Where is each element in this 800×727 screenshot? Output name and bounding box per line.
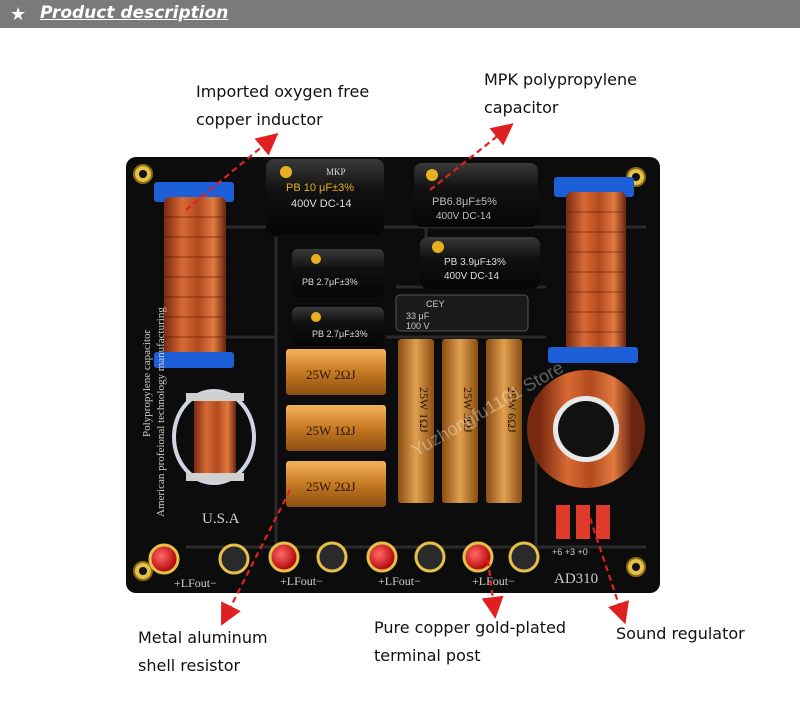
cap-grey-value: 33 μF: [406, 311, 430, 321]
cap-top-brand: MKP: [326, 167, 346, 177]
resistor-v-3: 25W 6ΩJ: [486, 339, 522, 503]
inductor-label-line1: Imported oxygen free: [196, 82, 370, 101]
terminal-label-line2: terminal post: [374, 646, 481, 665]
capacitor-mid: PB 3.9μF±3% 400V DC-14: [420, 237, 540, 289]
cap-top-value: PB 10 μF±3%: [286, 182, 354, 194]
cap-grey-voltage: 100 V: [406, 321, 430, 331]
cap-grey-brand: CEY: [426, 299, 445, 309]
resistor-label-line1: Metal aluminum: [138, 628, 268, 647]
resistor-v1-label: 25W 1ΩJ: [417, 387, 431, 433]
resistor-v-1: 25W 1ΩJ: [398, 339, 434, 503]
model-text: AD310: [554, 571, 598, 587]
resistor-label-line2: shell resistor: [138, 656, 241, 675]
terminal-label-line1: Pure copper gold-plated: [374, 618, 567, 637]
inductor-round: [527, 370, 645, 488]
resistor-1-label: 25W 2ΩJ: [306, 367, 356, 382]
cap-small2-value: PB 2.7μF±3%: [312, 329, 368, 339]
resistor-v2-label: 25W 3ΩJ: [461, 387, 475, 433]
jumper-labels: +6 +3 +0: [552, 547, 588, 557]
country-text: U.S.A: [202, 511, 240, 527]
resistor-v3-label: 25W 6ΩJ: [505, 387, 519, 433]
resistor-3-label: 25W 2ΩJ: [306, 479, 356, 494]
cap-mid-value: PB 3.9μF±3%: [444, 257, 506, 268]
capacitor-top: MKP PB 10 μF±3% 400V DC-14: [266, 159, 384, 235]
terminal-1-label: +LFout−: [174, 576, 217, 590]
regulator-label: Sound regulator: [616, 620, 745, 648]
capacitor-grey: CEY 33 μF 100 V: [395, 294, 529, 332]
cap-right-value: PB6.8μF±5%: [432, 196, 497, 208]
crossover-board: MKP PB 10 μF±3% 400V DC-14 PB6.8μF±5% 40…: [126, 157, 660, 593]
resistor-h-2: 25W 1ΩJ: [286, 405, 386, 451]
terminal-4-label: +LFout−: [472, 574, 515, 588]
capacitor-small-1: PB 2.7μF±3%: [292, 249, 384, 297]
capacitor-label: MPK polypropylene capacitor: [484, 66, 637, 122]
capacitor-right-top: PB6.8μF±5% 400V DC-14: [414, 163, 538, 227]
terminal-label: Pure copper gold-plated terminal post: [374, 614, 566, 670]
inductor-label: Imported oxygen free copper inductor: [196, 78, 369, 134]
resistor-v-2: 25W 3ΩJ: [442, 339, 478, 503]
capacitor-small-2: PB 2.7μF±3%: [292, 307, 384, 345]
terminal-3-label: +LFout−: [378, 574, 421, 588]
capacitor-label-line2: capacitor: [484, 98, 559, 117]
inductor-right: [548, 177, 638, 363]
side-text-2: American profeional technology manufactu…: [155, 307, 167, 517]
side-text-1: Polypropylene capacitor: [141, 329, 153, 437]
regulator-label-line1: Sound regulator: [616, 624, 745, 643]
cap-mid-voltage: 400V DC-14: [444, 271, 499, 282]
resistor-label: Metal aluminum shell resistor: [138, 624, 268, 680]
resistor-h-1: 25W 2ΩJ: [286, 349, 386, 395]
cap-right-voltage: 400V DC-14: [436, 211, 491, 222]
sound-regulator-jumpers: [556, 505, 610, 539]
inductor-small: [172, 389, 256, 485]
resistor-h-3: 25W 2ΩJ: [286, 461, 386, 507]
cap-small-value: PB 2.7μF±3%: [302, 277, 358, 287]
inductor-label-line2: copper inductor: [196, 110, 323, 129]
section-title: Product description: [40, 3, 229, 23]
cap-top-voltage: 400V DC-14: [291, 198, 352, 210]
resistor-2-label: 25W 1ΩJ: [306, 423, 356, 438]
capacitor-label-line1: MPK polypropylene: [484, 70, 637, 89]
section-header: ★ Product description: [0, 0, 800, 28]
terminal-2-label: +LFout−: [280, 574, 323, 588]
mounting-holes: [133, 164, 646, 581]
star-icon: ★: [10, 4, 27, 24]
